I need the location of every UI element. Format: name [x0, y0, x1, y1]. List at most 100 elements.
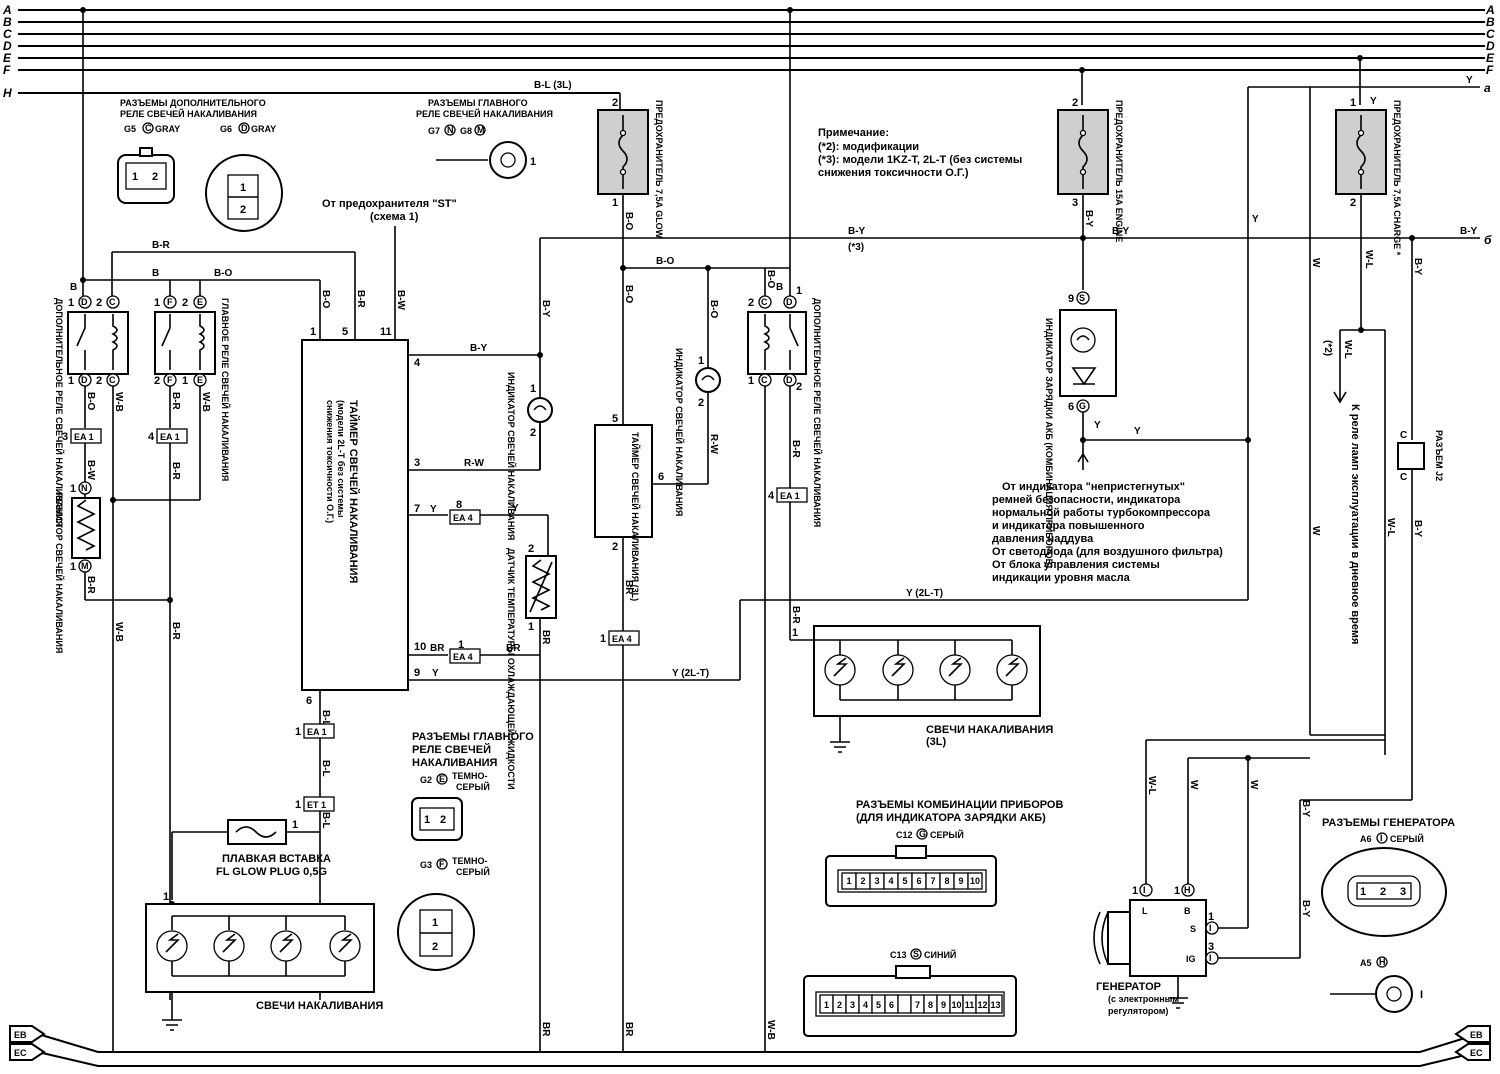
svg-text:1: 1 — [424, 814, 430, 826]
glow-plug-4 — [329, 916, 361, 976]
svg-text:3: 3 — [1072, 197, 1078, 209]
svg-text:C: C — [1400, 472, 1407, 483]
bus-label-e-right: E — [1486, 51, 1495, 65]
connector-pin-number: 12 — [977, 1000, 987, 1010]
svg-text:FL GLOW PLUG 0,5G: FL GLOW PLUG 0,5G — [216, 866, 327, 878]
resistor-label: РЕЗИСТОР СВЕЧЕЙ НАКАЛИВАНИЯ — [54, 492, 65, 653]
glow-timer-main: ТАЙМЕР СВЕЧЕЙ НАКАЛИВАНИЯ (модели 2L-T б… — [301, 339, 426, 707]
connector-pin-number: 7 — [930, 876, 935, 886]
coolant-sensor-label: ДАТЧИК ТЕМПЕРАТУРЫ ОХЛАЖДАЮЩЕЙ ЖИДКОСТИ — [506, 548, 517, 790]
svg-text:E: E — [197, 375, 203, 385]
svg-text:3: 3 — [1400, 886, 1406, 898]
svg-text:РЕЛЕ СВЕЧЕЙ НАКАЛИВАНИЯ: РЕЛЕ СВЕЧЕЙ НАКАЛИВАНИЯ — [416, 108, 553, 119]
svg-text:снижения токсичности О.Г.): снижения токсичности О.Г.) — [325, 400, 335, 523]
charge-indicator-label: ИНДИКАТОР ЗАРЯДКИ АКБ (КОМБИНАЦИЯ ПРИБОР… — [1044, 318, 1054, 568]
svg-text:S: S — [1079, 293, 1085, 303]
glow-plug-3 — [270, 916, 302, 976]
svg-text:EA 1: EA 1 — [780, 491, 800, 501]
svg-text:B-R: B-R — [170, 392, 181, 411]
svg-text:EA 4: EA 4 — [453, 513, 473, 523]
bus-labels-left: A B C D E F H — [2, 3, 12, 100]
bus-labels-right: A B C D E F — [1485, 3, 1495, 77]
svg-text:2: 2 — [796, 381, 802, 393]
svg-text:2: 2 — [432, 941, 438, 953]
svg-text:1: 1 — [796, 285, 802, 297]
svg-text:W-B: W-B — [200, 392, 211, 412]
wire-label-y-a: Y — [1466, 75, 1473, 86]
svg-text:M: M — [81, 561, 89, 571]
connector-pin-number: 8 — [928, 1000, 933, 1010]
svg-text:H: H — [1184, 885, 1191, 895]
svg-text:1: 1 — [458, 639, 464, 651]
svg-text:G2: G2 — [420, 775, 432, 785]
svg-text:A6: A6 — [1360, 834, 1372, 844]
svg-text:Y: Y — [430, 504, 437, 515]
svg-text:IG: IG — [1186, 954, 1196, 964]
svg-text:1: 1 — [132, 171, 138, 183]
svg-text:ПЛАВКАЯ ВСТАВКА: ПЛАВКАЯ ВСТАВКА — [222, 853, 331, 865]
svg-text:3: 3 — [62, 431, 68, 443]
aux-glow-relay: D C D C 1 2 1 2 ДОПОЛНИТЕЛЬНОЕ РЕЛЕ СВЕЧ… — [54, 295, 129, 527]
bus-label-f-right: F — [1486, 63, 1494, 77]
svg-text:N: N — [447, 125, 454, 135]
svg-text:1: 1 — [530, 383, 536, 395]
svg-text:2: 2 — [154, 375, 160, 387]
svg-text:EA 1: EA 1 — [160, 432, 180, 442]
plug-ea4-center: 1 EA 4 — [600, 630, 640, 646]
glow-plug-1 — [156, 916, 188, 976]
svg-text:давления наддува: давления наддува — [992, 533, 1094, 545]
svg-text:Y (2L-T): Y (2L-T) — [906, 588, 943, 599]
plug-ea1-right: 4 EA 1 — [768, 487, 808, 503]
from-indicator-text: От индикатора "непристегнутых" ремней бе… — [992, 481, 1223, 584]
bus-label-h: H — [3, 86, 12, 100]
svg-text:8: 8 — [456, 499, 462, 511]
main-relay-connectors-top: РАЗЪЕМЫ ГЛАВНОГО РЕЛЕ СВЕЧЕЙ НАКАЛИВАНИЯ… — [416, 98, 553, 179]
svg-text:B-R: B-R — [790, 606, 801, 625]
ground-label-eb: EB — [14, 1030, 27, 1040]
connector-pin-number: 5 — [876, 1000, 881, 1010]
svg-text:СЕРЫЙ: СЕРЫЙ — [1390, 833, 1424, 844]
svg-text:G7: G7 — [428, 126, 440, 136]
svg-text:2: 2 — [152, 171, 158, 183]
svg-text:1: 1 — [1360, 886, 1366, 898]
svg-text:B-W: B-W — [395, 290, 406, 311]
fusible-link: 1 ПЛАВКАЯ ВСТАВКА FL GLOW PLUG 0,5G — [171, 819, 331, 900]
svg-text:E: E — [439, 774, 445, 784]
ground-label-ec-right: EC — [1470, 1048, 1483, 1058]
svg-text:(схема 1): (схема 1) — [370, 211, 419, 223]
svg-text:1: 1 — [70, 483, 76, 495]
main-glow-relay: F E F E 1 2 2 1 ГЛАВНОЕ РЕЛЕ СВЕЧЕЙ НАКА… — [154, 295, 231, 481]
svg-text:C: C — [109, 375, 116, 385]
plug-ea4-lower: 1 EA 4 — [449, 639, 481, 664]
svg-text:S: S — [913, 949, 919, 959]
svg-text:Примечание:: Примечание: — [818, 127, 889, 139]
svg-text:B-O: B-O — [623, 212, 634, 231]
bus-label-b-lower: б — [1484, 233, 1492, 247]
svg-text:РАЗЪЕМ J2: РАЗЪЕМ J2 — [1434, 430, 1444, 481]
connector-pin-number: 10 — [951, 1000, 961, 1010]
bus-label-a-lower: а — [1484, 81, 1491, 95]
svg-text:BR: BR — [540, 1022, 551, 1037]
svg-text:B-R: B-R — [355, 290, 366, 309]
svg-text:3: 3 — [1208, 941, 1214, 953]
svg-text:РЕЛЕ СВЕЧЕЙ: РЕЛЕ СВЕЧЕЙ — [412, 743, 491, 756]
svg-text:Y: Y — [432, 668, 439, 679]
svg-text:СЕРЫЙ: СЕРЫЙ — [456, 781, 490, 792]
connector-pin-number: 3 — [850, 1000, 855, 1010]
svg-text:2: 2 — [528, 543, 534, 555]
svg-text:I: I — [1209, 923, 1212, 933]
svg-text:СЕРЫЙ: СЕРЫЙ — [930, 829, 964, 840]
svg-text:B-L: B-L — [320, 812, 331, 829]
svg-text:W: W — [1248, 780, 1259, 790]
svg-text:От светодиода (для воздушного: От светодиода (для воздушного фильтра) — [992, 546, 1223, 558]
generator: I 1 H 1 L B S IG I 1 I 3 ГЕНЕРАТОР (с эл… — [1093, 883, 1219, 1016]
connector-pin-cell — [897, 994, 912, 1014]
svg-text:B-R: B-R — [152, 240, 171, 251]
svg-text:GRAY: GRAY — [155, 124, 180, 134]
svg-text:C12: C12 — [896, 830, 913, 840]
svg-text:3: 3 — [414, 457, 420, 469]
connector-pin-number: 8 — [944, 876, 949, 886]
svg-text:B-Y: B-Y — [1112, 226, 1130, 237]
svg-text:B-Y: B-Y — [470, 343, 488, 354]
